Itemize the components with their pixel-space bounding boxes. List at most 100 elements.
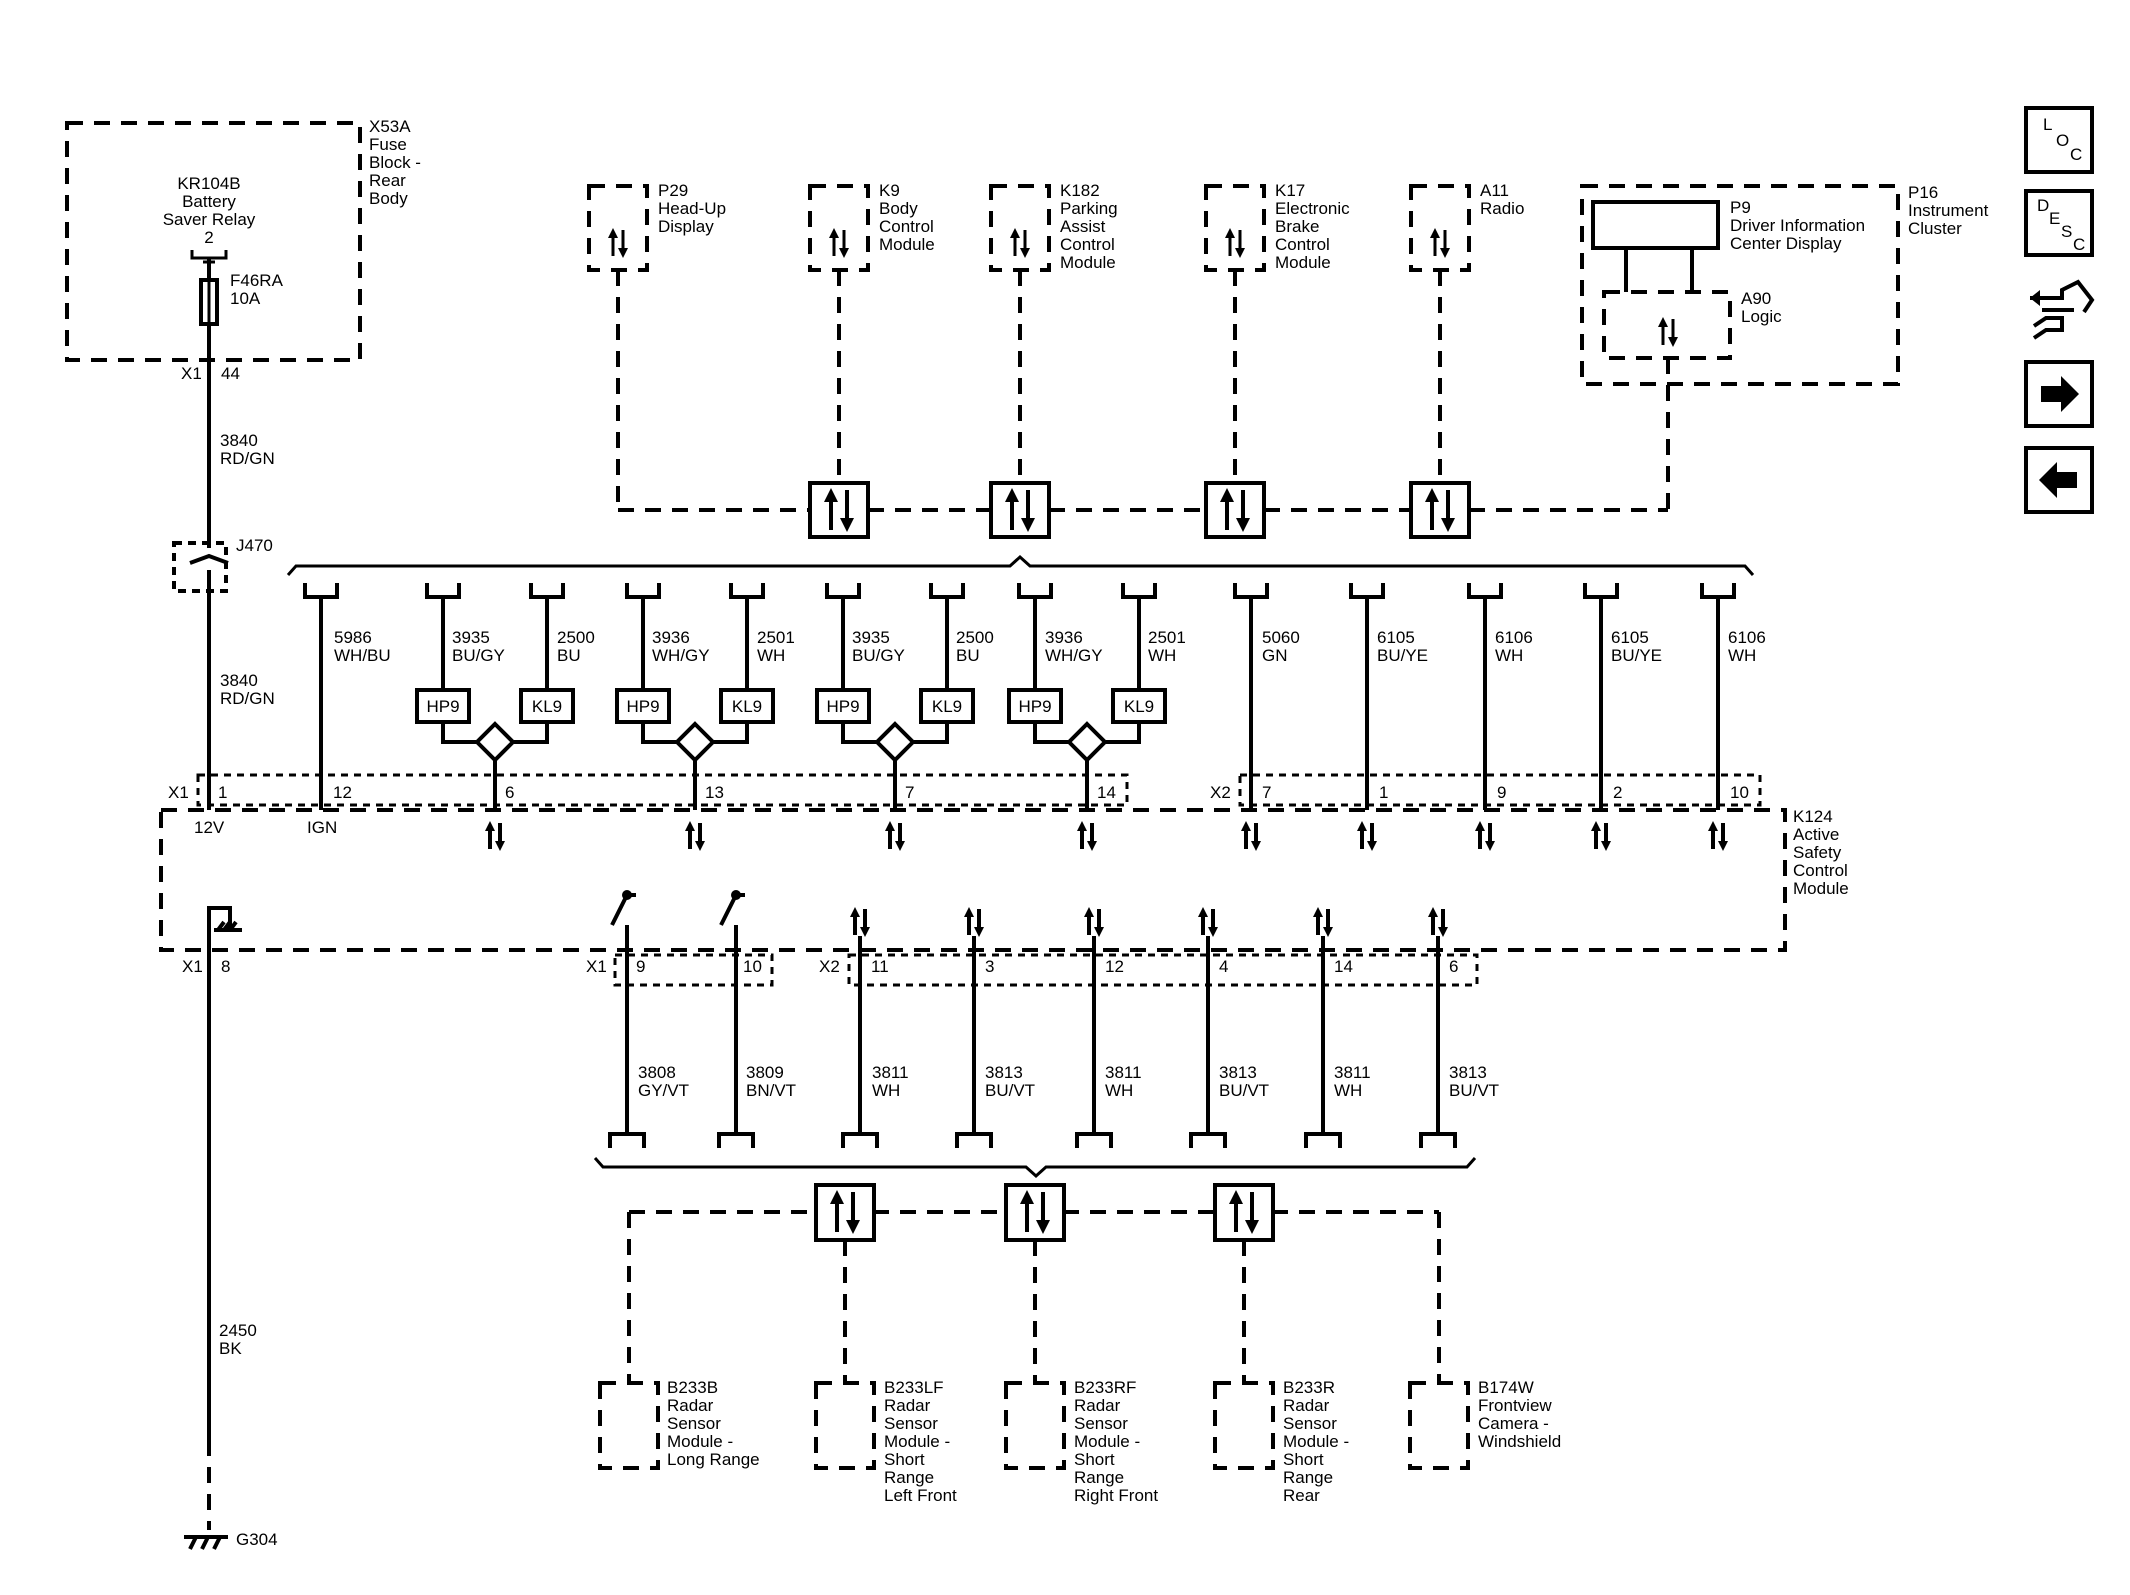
svg-text:HP9: HP9 — [826, 697, 859, 716]
x2-top-pin-2: 2 — [1613, 783, 1622, 802]
tag-hp9-3: HP9 — [815, 688, 871, 724]
module-a11: A11 Radio — [1409, 181, 1524, 272]
loc-button[interactable]: L O C — [2024, 106, 2094, 174]
lower-network — [627, 1183, 1441, 1383]
upper-wire-10-color: GN — [1262, 646, 1288, 665]
ground-label: G304 — [236, 1530, 278, 1549]
upper-wire-14-circuit: 6106 — [1728, 628, 1766, 647]
ground-wire-color: BK — [219, 1339, 242, 1358]
bus-node-4 — [1409, 481, 1471, 539]
x2-bottom-pin-6: 6 — [1449, 957, 1458, 976]
lower-wire-1-color: GY/VT — [638, 1081, 689, 1100]
previous-page-button[interactable] — [2024, 446, 2094, 514]
k124-name-3: Control — [1793, 861, 1848, 880]
module-b233rf-name-5: Range — [1074, 1468, 1124, 1487]
module-b233lf-name-5: Range — [884, 1468, 934, 1487]
upper-wire-1-circuit: 5986 — [334, 628, 372, 647]
connector-wrench-icon — [2030, 279, 2095, 340]
desc-letter-e: E — [2049, 209, 2060, 228]
module-b174w-name-2: Camera - — [1478, 1414, 1549, 1433]
fuse-block-id: X53A — [369, 117, 411, 136]
fuse-block-name-2: Block - — [369, 153, 421, 172]
module-b233b-name-4: Long Range — [667, 1450, 760, 1469]
module-a11-name-1: Radio — [1480, 199, 1524, 218]
lower-wire-2-circuit: 3809 — [746, 1063, 784, 1082]
logic-name: Logic — [1741, 307, 1782, 326]
x1-bottom-label: X1 — [182, 957, 203, 976]
x2-bottom-pin-3: 3 — [985, 957, 994, 976]
upper-wire-9-color: WH — [1148, 646, 1176, 665]
lower-wire-8-circuit: 3813 — [1449, 1063, 1487, 1082]
upper-wire-2-circuit: 3935 — [452, 628, 490, 647]
module-b233r-id: B233R — [1283, 1378, 1335, 1397]
bus-node-3 — [1204, 481, 1266, 539]
next-page-button[interactable] — [2024, 360, 2094, 428]
lower-data-arrows — [848, 905, 1450, 939]
fuse-block: X53A Fuse Block - Rear Body KR104B Batte… — [65, 117, 421, 383]
module-k9-name-1: Body — [879, 199, 918, 218]
module-b174w-name-1: Frontview — [1478, 1396, 1552, 1415]
fuse-block-outline — [65, 121, 362, 362]
x2-top-pin-9: 9 — [1497, 783, 1506, 802]
module-b233r-name-2: Sensor — [1283, 1414, 1337, 1433]
lower-wire-5-circuit: 3811 — [1105, 1063, 1142, 1082]
x1-top-pin-7: 7 — [905, 783, 914, 802]
fuse-pin: 44 — [221, 364, 240, 383]
upper-wire-4-color: WH/GY — [652, 646, 710, 665]
desc-button[interactable]: D E S C — [2024, 189, 2094, 257]
upper-wire-9-circuit: 2501 — [1148, 628, 1186, 647]
connector-view-button[interactable] — [2030, 279, 2095, 340]
module-k9-id: K9 — [879, 181, 900, 200]
lower-wire-3-color: WH — [872, 1081, 900, 1100]
lower-wire-4-color: BU/VT — [985, 1081, 1035, 1100]
internal-12v: 12V — [194, 818, 225, 837]
lower-wire-5-color: WH — [1105, 1081, 1133, 1100]
lower-wire-3-circuit: 3811 — [872, 1063, 909, 1082]
bus-splices — [441, 721, 1141, 810]
module-k182-name-4: Module — [1060, 253, 1116, 272]
upper-data-arrows — [483, 819, 1730, 853]
module-b233rf: B233RF Radar Sensor Module - Short Range… — [1004, 1378, 1158, 1505]
module-p29: P29 Head-Up Display — [587, 181, 726, 272]
x2-bottom-pin-14: 14 — [1334, 957, 1353, 976]
module-k17-name-1: Electronic — [1275, 199, 1350, 218]
x1-bottom-pin-10: 10 — [743, 957, 762, 976]
x1-top-pin-14: 14 — [1097, 783, 1116, 802]
module-b233rf-id: B233RF — [1074, 1378, 1136, 1397]
lower-wire-1-circuit: 3808 — [638, 1063, 676, 1082]
upper-wire-12-circuit: 6106 — [1495, 628, 1533, 647]
svg-text:KL9: KL9 — [532, 697, 562, 716]
tag-hp9-2: HP9 — [615, 688, 671, 724]
lower-bus-node-2 — [1004, 1183, 1066, 1242]
module-k17-name-3: Control — [1275, 235, 1330, 254]
module-k9: K9 Body Control Module — [808, 181, 935, 272]
module-b233rf-name-3: Module - — [1074, 1432, 1140, 1451]
lower-wire-2-color: BN/VT — [746, 1081, 796, 1100]
upper-wire-5-circuit: 2501 — [757, 628, 795, 647]
module-b233b-name-1: Radar — [667, 1396, 714, 1415]
module-b233lf-name-2: Sensor — [884, 1414, 938, 1433]
svg-text:KL9: KL9 — [1124, 697, 1154, 716]
module-b233rf-name-4: Short — [1074, 1450, 1115, 1469]
module-b233b: B233B Radar Sensor Module - Long Range — [598, 1378, 760, 1470]
upper-wire-3-color: BU — [557, 646, 581, 665]
module-b233lf-name-4: Short — [884, 1450, 925, 1469]
power-wire-2-circuit: 3840 — [220, 671, 258, 690]
module-b233lf-name-6: Left Front — [884, 1486, 957, 1505]
power-feed: 3840 RD/GN J470 3840 RD/GN — [172, 360, 275, 810]
relay-label-3: Saver Relay — [163, 210, 256, 229]
module-b233r-name-4: Short — [1283, 1450, 1324, 1469]
x1-top-pin-1: 1 — [218, 783, 227, 802]
ground-wire-circuit: 2450 — [219, 1321, 257, 1340]
x2-top-pin-7: 7 — [1262, 783, 1271, 802]
module-b233r-name-1: Radar — [1283, 1396, 1330, 1415]
fuse-block-name-4: Body — [369, 189, 408, 208]
upper-wire-1-color: WH/BU — [334, 646, 391, 665]
power-wire-2-color: RD/GN — [220, 689, 275, 708]
module-a11-id: A11 — [1480, 181, 1509, 200]
lower-wire-7-circuit: 3811 — [1334, 1063, 1371, 1082]
desc-letter-c: C — [2073, 235, 2085, 254]
fuse-connector: X1 — [181, 364, 202, 383]
lower-wire-group: 2450 BK G304 3808 GY/VT 3809 BN/VT 3811 — [184, 908, 1499, 1550]
